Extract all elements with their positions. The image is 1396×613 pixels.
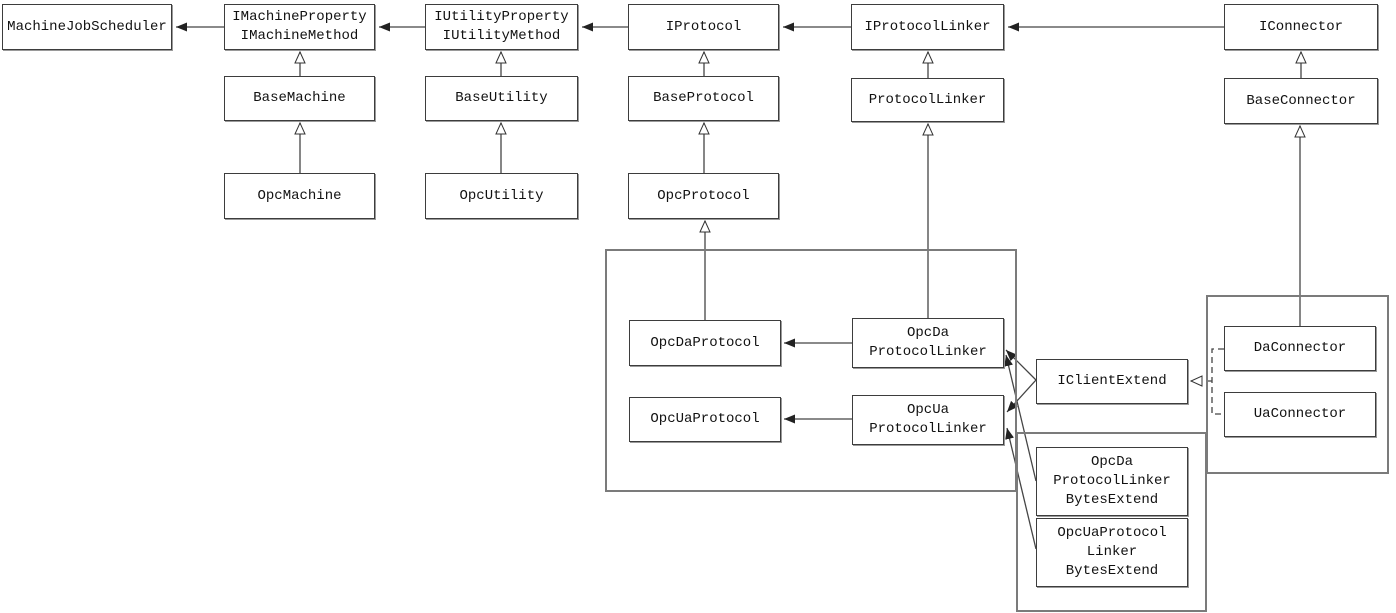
node-label: OpcUaProtocol Linker BytesExtend	[1057, 525, 1167, 579]
node-base-protocol: BaseProtocol	[628, 76, 779, 121]
node-opc-da-protocol: OpcDaProtocol	[629, 320, 781, 366]
node-iconnector: IConnector	[1224, 4, 1378, 50]
node-label: OpcUa ProtocolLinker	[869, 402, 987, 437]
node-label: OpcDa ProtocolLinker BytesExtend	[1053, 454, 1171, 508]
node-opc-da-protocol-linker: OpcDa ProtocolLinker	[852, 318, 1004, 368]
node-label: IProtocolLinker	[864, 18, 991, 35]
node-base-connector: BaseConnector	[1224, 78, 1378, 124]
group-opc-protocols-and-linkers	[605, 249, 1017, 492]
node-opc-da-protocol-linker-bytes-extend: OpcDa ProtocolLinker BytesExtend	[1036, 447, 1188, 516]
node-iclient-extend: IClientExtend	[1036, 359, 1188, 404]
group-bytes-extend-linkers	[1016, 432, 1207, 612]
node-label: OpcUaProtocol	[650, 411, 760, 427]
node-label: OpcDa ProtocolLinker	[869, 325, 987, 360]
node-label: BaseConnector	[1246, 92, 1356, 109]
edge-arrow-opcuabytes-to-opcualinker	[1005, 427, 1037, 550]
node-label: BaseMachine	[253, 90, 346, 106]
edge-arrow-opcdabytes-to-opcdalinker	[1004, 354, 1037, 482]
node-imachine-property-method: IMachineProperty IMachineMethod	[224, 4, 375, 50]
node-base-utility: BaseUtility	[425, 76, 578, 121]
node-opc-machine: OpcMachine	[224, 173, 375, 219]
node-label: IConnector	[1258, 18, 1343, 35]
node-iutility-property-method: IUtilityProperty IUtilityMethod	[425, 4, 578, 50]
node-opc-protocol: OpcProtocol	[628, 173, 779, 219]
node-iprotocollinker: IProtocolLinker	[851, 4, 1004, 50]
node-label: OpcUtility	[459, 187, 544, 204]
node-opc-utility: OpcUtility	[425, 173, 578, 219]
node-label: ProtocolLinker	[868, 91, 987, 108]
node-da-connector: DaConnector	[1224, 326, 1376, 371]
node-label: UaConnector	[1253, 406, 1347, 422]
node-opc-ua-protocol-linker-bytes-extend: OpcUaProtocol Linker BytesExtend	[1036, 518, 1188, 587]
node-label: OpcDaProtocol	[650, 334, 760, 351]
node-label: IMachineProperty IMachineMethod	[232, 9, 367, 44]
node-label: IUtilityProperty IUtilityMethod	[434, 9, 569, 44]
node-protocol-linker: ProtocolLinker	[851, 78, 1004, 122]
edge-arrow-iclientextend-to-opcualinker	[1006, 379, 1037, 413]
node-label: BaseUtility	[455, 90, 548, 106]
node-machine-job-scheduler: MachineJobScheduler	[2, 4, 172, 50]
group-connectors	[1206, 295, 1389, 474]
node-label: OpcMachine	[257, 187, 342, 204]
node-label: MachineJobScheduler	[7, 18, 167, 35]
node-iprotocol: IProtocol	[628, 4, 779, 50]
node-label: DaConnector	[1253, 340, 1347, 356]
node-opc-ua-protocol-linker: OpcUa ProtocolLinker	[852, 395, 1004, 445]
node-label: OpcProtocol	[657, 187, 750, 204]
node-label: IProtocol	[665, 18, 742, 35]
node-label: BaseProtocol	[653, 90, 754, 106]
node-base-machine: BaseMachine	[224, 76, 375, 121]
node-label: IClientExtend	[1057, 373, 1167, 389]
node-ua-connector: UaConnector	[1224, 392, 1376, 437]
node-opc-ua-protocol: OpcUaProtocol	[629, 397, 781, 442]
